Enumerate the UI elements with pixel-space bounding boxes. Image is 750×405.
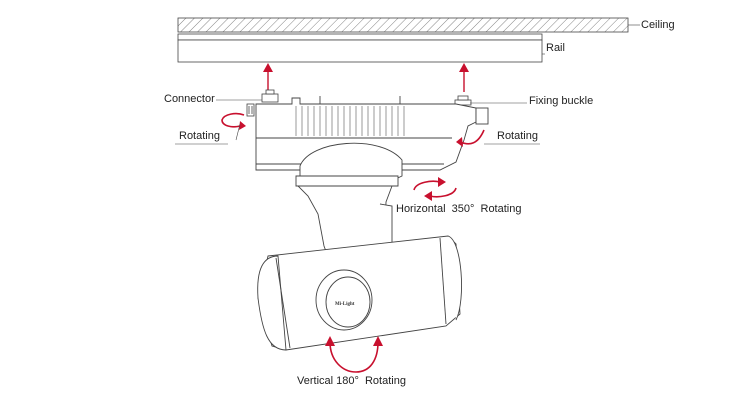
rotating-right-label: Rotating	[497, 130, 538, 142]
rotating-arrow-right	[456, 129, 485, 147]
housing-fins	[295, 106, 405, 136]
swivel-neck	[295, 142, 403, 187]
rotating-arrow-left	[221, 112, 246, 130]
joint-disc	[315, 269, 373, 331]
vertical-rotation-arrows	[325, 336, 383, 373]
up-arrow-left	[263, 63, 273, 92]
fixing-buckle	[454, 95, 472, 106]
ceiling-slab	[177, 17, 629, 33]
rail-label: Rail	[546, 42, 565, 54]
ceiling-label: Ceiling	[641, 19, 675, 31]
leader-lines	[175, 99, 540, 145]
connector-label: Connector	[164, 93, 215, 105]
vertical-rotating-label: Vertical 180° Rotating	[297, 375, 406, 387]
horizontal-rotation-arrows	[413, 177, 457, 201]
rotating-left-label: Rotating	[179, 130, 220, 142]
rail	[177, 33, 543, 41]
rail-body	[177, 39, 543, 63]
fixing-buckle-label: Fixing buckle	[529, 95, 594, 107]
adapter-housing	[255, 96, 489, 171]
up-arrow-right	[459, 63, 469, 92]
horizontal-rotating-label: Horizontal 350° Rotating	[396, 203, 522, 215]
brand-logo: Mi-Light	[335, 302, 355, 307]
connector	[246, 89, 279, 117]
arm	[296, 185, 393, 263]
